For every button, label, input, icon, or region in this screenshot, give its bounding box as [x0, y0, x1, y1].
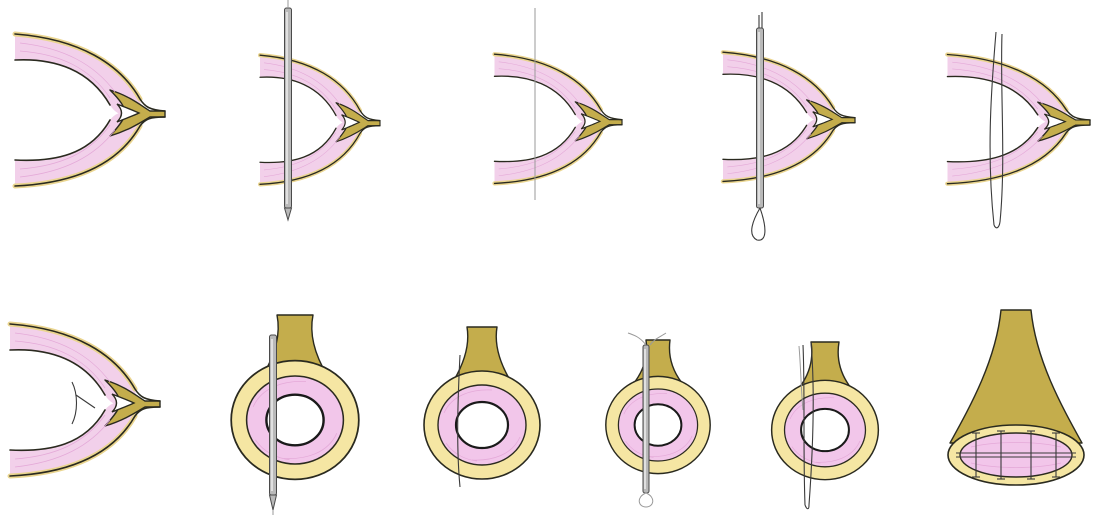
panel-bottom-4: [606, 333, 710, 507]
closure-stitch-icon: [72, 382, 95, 424]
needle-icon: [643, 345, 649, 493]
panel-bottom-5: [772, 342, 879, 509]
panel-top-5: [948, 32, 1091, 228]
needle-icon: [757, 28, 764, 208]
panel-bottom-6: [948, 310, 1084, 485]
panel-top-3: [495, 8, 623, 200]
panel-top-1: [15, 34, 165, 186]
panel-bottom-3: [424, 327, 540, 487]
panel-bottom-2: [231, 315, 359, 515]
needle-icon: [285, 0, 292, 220]
panel-bottom-1: [10, 324, 160, 476]
needle-icon: [270, 335, 277, 515]
panel-top-2: [260, 0, 380, 220]
panel-top-4: [723, 12, 855, 240]
